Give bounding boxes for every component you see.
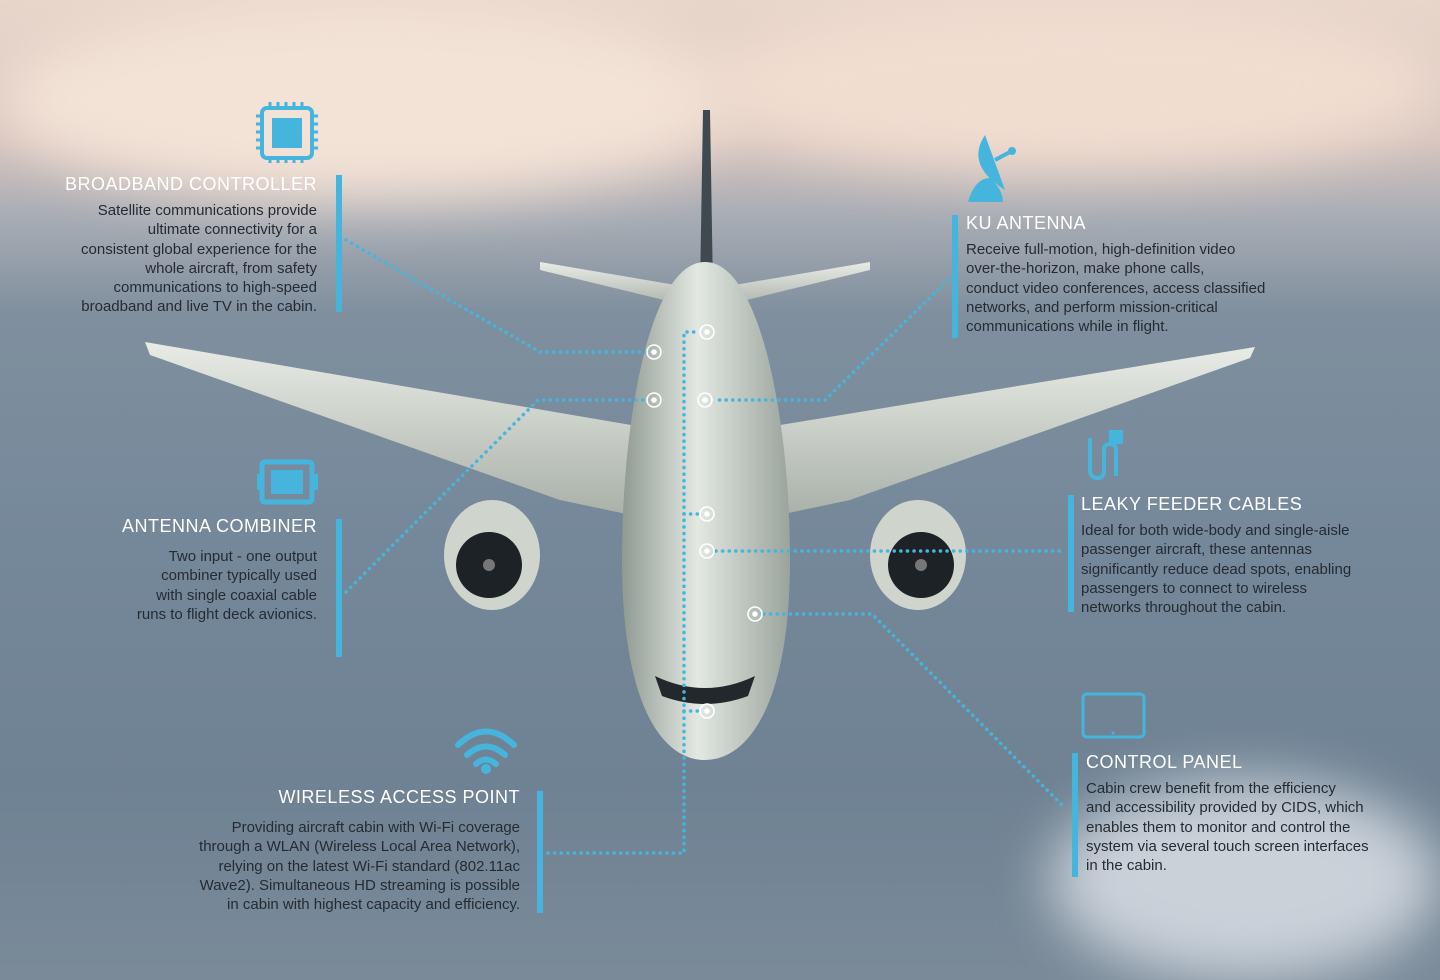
tablet-icon xyxy=(1081,692,1146,739)
callout-title: BROADBAND CONTROLLER xyxy=(64,174,317,194)
text-line: whole aircraft, from safety xyxy=(145,259,317,277)
callout-text: Providing aircraft cabin with Wi-Fi cove… xyxy=(199,818,520,914)
text-line: Wave2). Simultaneous HD streaming is pos… xyxy=(199,876,520,894)
callout-text: Two input - one output combiner typicall… xyxy=(122,547,317,624)
fuselage xyxy=(622,262,790,760)
chip-icon xyxy=(256,102,318,163)
accent-bar xyxy=(952,215,958,338)
text-line: networks throughout the cabin. xyxy=(1081,599,1287,617)
callout-text: Satellite communications provide ultimat… xyxy=(65,201,317,317)
hotspot-marker xyxy=(747,606,763,622)
cable-icon xyxy=(1088,430,1123,481)
connector-ku xyxy=(712,278,950,402)
text-line: broadband and live TV in the cabin. xyxy=(81,298,317,316)
connector-wireless xyxy=(546,330,700,855)
text-line: ultimate connectivity for a xyxy=(147,221,317,239)
right-wing xyxy=(750,347,1255,520)
text-line: system via several touch screen interfac… xyxy=(1086,837,1369,855)
text-line: communications to high-speed xyxy=(113,279,317,297)
callout-title: CONTROL PANEL xyxy=(1086,752,1243,772)
text-line: Two input - one output xyxy=(168,548,317,565)
text-line: with single coaxial cable xyxy=(156,586,317,604)
text-line: and accessibility provided by CIDS, whic… xyxy=(1086,799,1364,817)
text-line: significantly reduce dead spots, enablin… xyxy=(1081,560,1352,578)
text-line: conduct video conferences, access classi… xyxy=(966,279,1266,297)
text-line: consistent global experience for the xyxy=(81,240,317,258)
text-line: networks, and perform mission-critical xyxy=(966,298,1218,316)
hotspot-marker xyxy=(697,392,713,408)
callout-wireless-access-point: WIRELESS ACCESS POINT Providing aircraft… xyxy=(199,787,520,914)
left-engine xyxy=(444,500,540,610)
satellite-dish-icon xyxy=(968,135,1016,202)
accent-bar xyxy=(336,175,342,312)
text-line: in cabin with highest capacity and effic… xyxy=(227,896,520,914)
text-line: Ideal for both wide-body and single-aisl… xyxy=(1081,522,1350,539)
text-line: Receive full-motion, high-definition vid… xyxy=(966,241,1236,258)
callout-title: LEAKY FEEDER CABLES xyxy=(1081,494,1303,514)
vertical-fin xyxy=(700,110,713,290)
text-line: Cabin crew benefit from the efficiency xyxy=(1086,780,1336,797)
accent-bar xyxy=(1068,495,1074,612)
hotspot-marker xyxy=(646,392,662,408)
connector-combiner xyxy=(344,398,648,594)
text-line: relying on the latest Wi-Fi standard (80… xyxy=(218,857,520,875)
callout-ku-antenna: KU ANTENNA Receive full-motion, high-def… xyxy=(966,213,1265,336)
combiner-icon xyxy=(257,459,318,505)
callout-control-panel: CONTROL PANEL Cabin crew benefit from th… xyxy=(1086,752,1369,875)
text-line: enables them to monitor and control the xyxy=(1086,818,1351,836)
text-line: passenger aircraft, these antennas xyxy=(1081,541,1312,559)
callout-title: ANTENNA COMBINER xyxy=(121,516,317,536)
right-engine xyxy=(870,500,966,610)
text-line: communications while in flight. xyxy=(966,318,1169,336)
text-line: through a WLAN (Wireless Local Area Netw… xyxy=(199,838,520,856)
connector-control xyxy=(762,612,1067,810)
text-line: over-the-horizon, make phone calls, xyxy=(966,260,1205,278)
text-line: in the cabin. xyxy=(1086,857,1167,875)
hotspot-marker xyxy=(699,506,715,522)
text-line: Satellite communications provide xyxy=(97,202,317,219)
accent-bar xyxy=(537,791,543,913)
cockpit-windows xyxy=(655,676,755,704)
text-line: Providing aircraft cabin with Wi-Fi cove… xyxy=(231,819,520,836)
accent-bar xyxy=(336,519,342,657)
cloud xyxy=(0,0,740,200)
cloud xyxy=(1050,780,1440,980)
callout-leaky-feeder-cables: LEAKY FEEDER CABLES Ideal for both wide-… xyxy=(1081,494,1351,617)
callout-text: Ideal for both wide-body and single-aisl… xyxy=(1081,521,1351,617)
callout-text: Receive full-motion, high-definition vid… xyxy=(966,240,1265,336)
callout-broadband-controller: BROADBAND CONTROLLER Satellite communica… xyxy=(65,174,317,317)
text-line: passengers to connect to wireless xyxy=(1081,579,1307,597)
cloud xyxy=(700,0,1440,170)
callout-title: WIRELESS ACCESS POINT xyxy=(278,787,520,807)
text-line: combiner typically used xyxy=(161,567,317,585)
callout-text: Cabin crew benefit from the efficiency a… xyxy=(1086,779,1369,875)
hotspot-marker xyxy=(699,543,715,559)
callout-antenna-combiner: ANTENNA COMBINER Two input - one output … xyxy=(122,516,317,624)
connector-broadband xyxy=(344,238,648,354)
hotspot-marker xyxy=(699,324,715,340)
hotspot-marker xyxy=(699,703,715,719)
text-line: runs to flight deck avionics. xyxy=(136,605,317,623)
wifi-icon xyxy=(455,728,517,774)
hotspot-marker xyxy=(646,344,662,360)
callout-title: KU ANTENNA xyxy=(966,213,1087,233)
left-wing xyxy=(145,342,660,520)
accent-bar xyxy=(1072,753,1078,877)
